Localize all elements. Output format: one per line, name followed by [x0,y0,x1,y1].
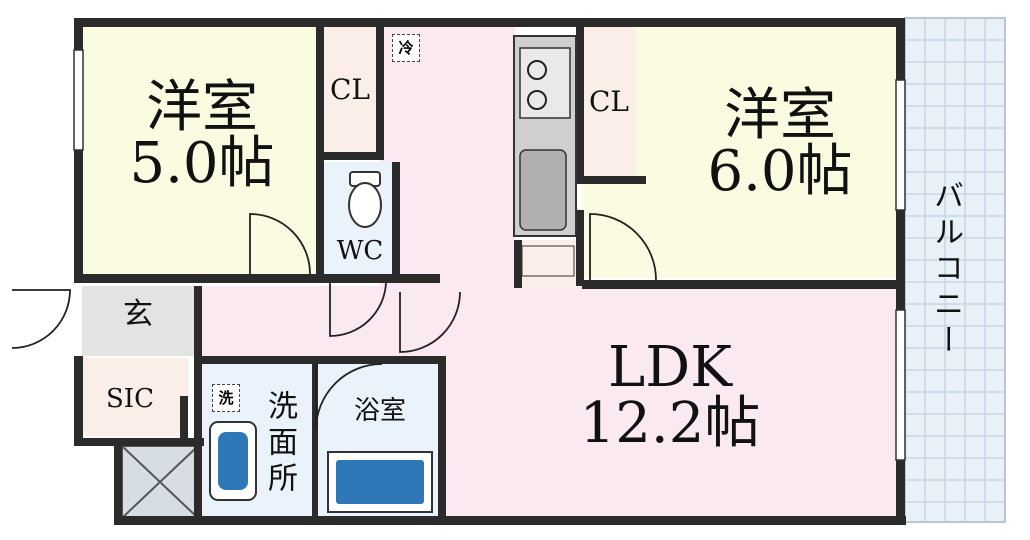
closet-1-floor [322,26,378,156]
toilet-fixture [348,171,382,228]
ldk-label: LDK 12.2帖 [560,340,780,452]
windows [73,49,906,461]
pipe-space [121,445,199,519]
refrigerator-marker: 冷 [392,34,420,62]
entrance-floor [82,286,194,356]
closet-1-label: CL [329,73,371,106]
shoe-closet-label: SIC [106,384,154,414]
ldk-floor [380,26,515,288]
bathtub [327,451,433,513]
ldk-name: LDK [608,335,732,400]
washing-machine-marker: 洗 [212,384,240,412]
washroom-label: 洗面所 [262,390,297,498]
closet-2-label: CL [588,85,630,118]
toilet-label: WC [336,236,384,266]
balcony [904,17,1006,523]
doors [11,213,657,431]
room-western-1-name: 洋室 [146,75,258,140]
room-western-1-label: 洋室 5.0帖 [112,80,292,192]
balcony-label: バルコニー [928,180,963,360]
room-western-2-size: 6.0帖 [707,139,853,204]
room-western-1-size: 5.0帖 [129,131,275,196]
room-western-1-floor [82,26,322,278]
closet-2-floor [582,26,636,176]
washbasin [209,421,257,501]
room-western-2-label: 洋室 6.0帖 [680,88,880,200]
entrance-label: 玄 [123,297,153,332]
ldk-size: 12.2帖 [579,391,761,456]
bathroom-label: 浴室 [353,396,406,426]
kitchen-counter [513,35,577,277]
room-western-2-name: 洋室 [724,83,836,148]
shoe-closet-floor [82,358,188,436]
